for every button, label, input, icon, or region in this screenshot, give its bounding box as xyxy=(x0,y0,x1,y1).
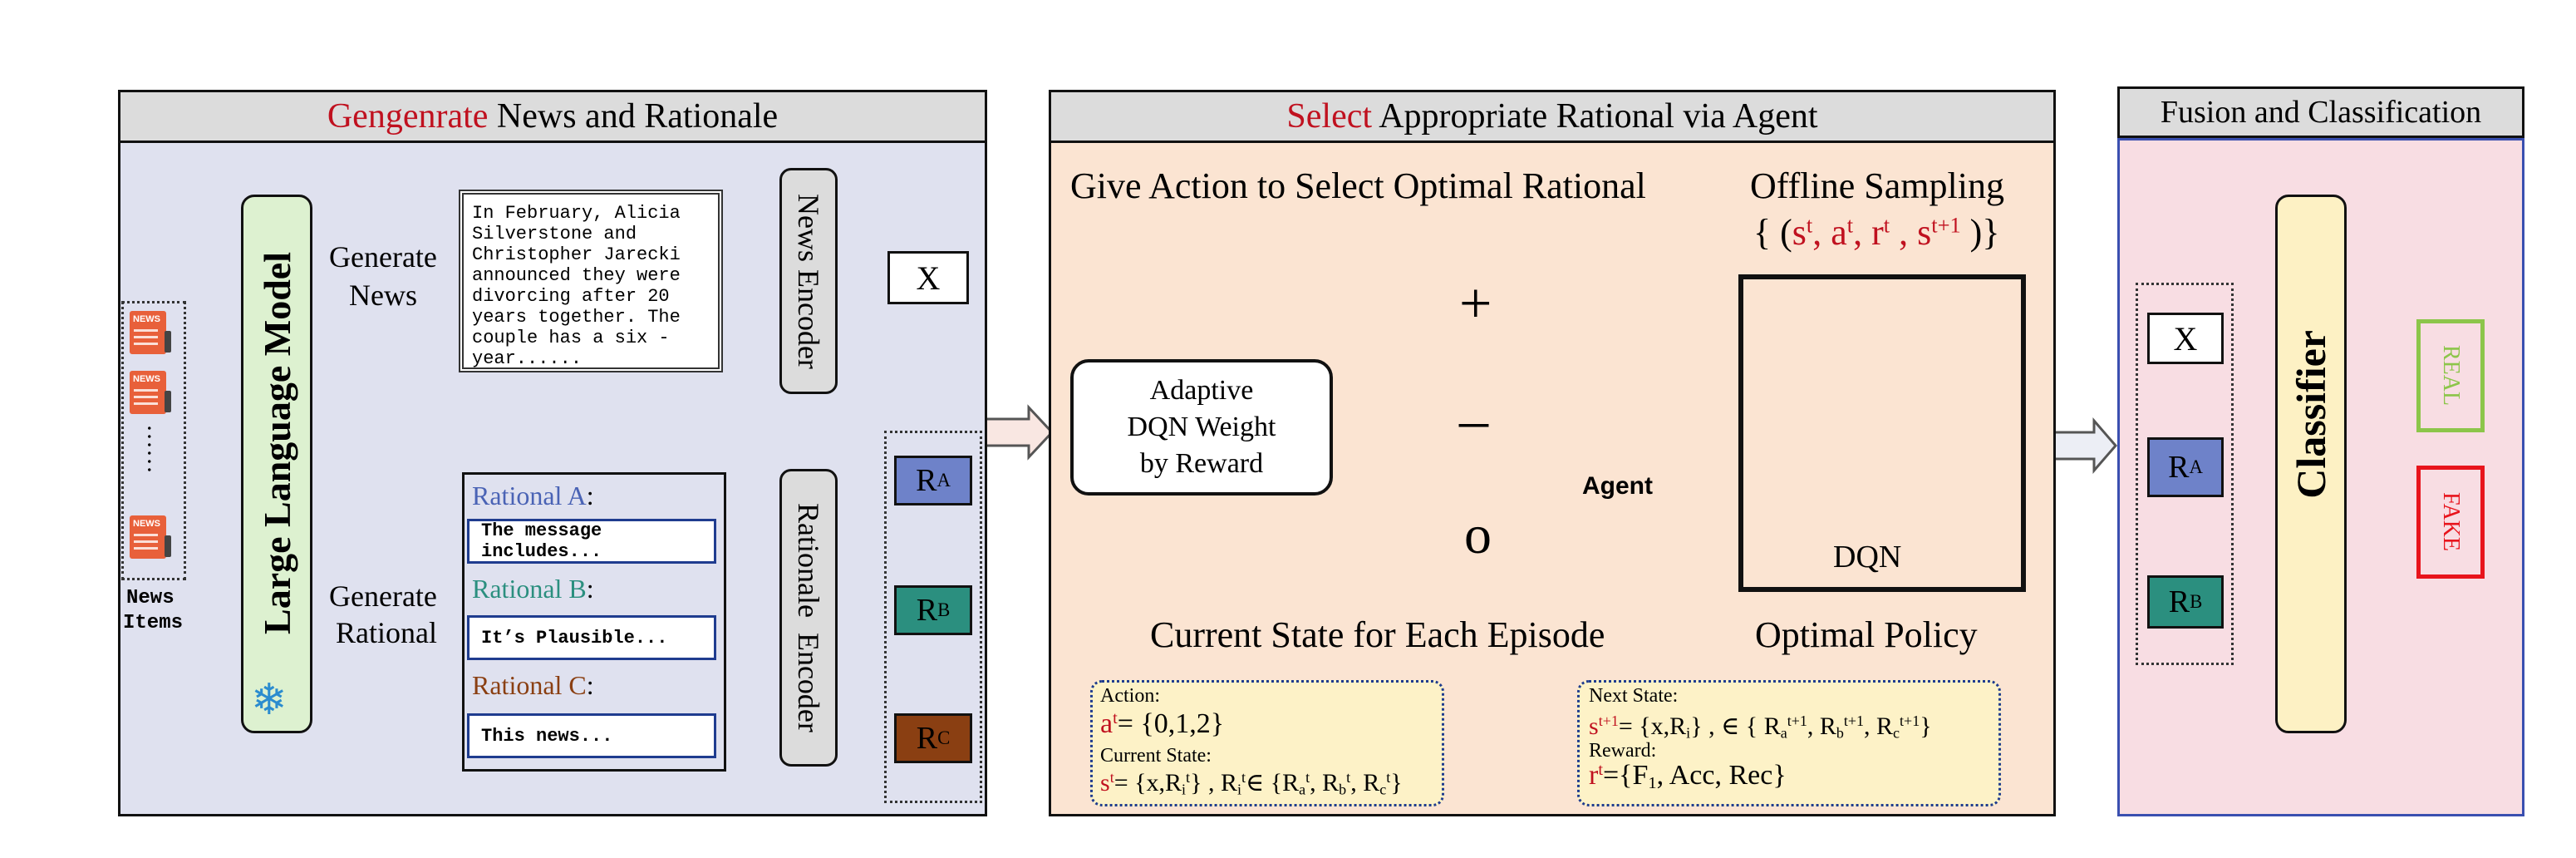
news-items-group xyxy=(121,301,186,580)
reward-equation: rt={F1, Acc, Rec} xyxy=(1589,760,1787,793)
reward-zero: o xyxy=(1464,505,1492,565)
action-equation: at= {0,1,2} xyxy=(1100,708,1225,739)
generated-news-text: In February, Alicia Silverstone and Chri… xyxy=(459,190,723,372)
adaptive-dqn-weight-box: Adaptive DQN Weight by Reward xyxy=(1070,359,1333,496)
fake-box: FAKE xyxy=(2416,466,2485,579)
state-equation: st= {x,Rit} , Rit∈ {Rat, Rbt, Rct} xyxy=(1100,769,1403,798)
llm-label: Large Language Model xyxy=(255,252,298,634)
title-highlight: Select xyxy=(1286,97,1373,136)
fusion-inputs-group xyxy=(2136,283,2234,665)
news-icon: NEWS xyxy=(130,371,171,414)
fusion-x-box: X xyxy=(2147,313,2224,364)
rationale-outputs-group xyxy=(884,431,982,803)
generate-rational-label-2: Rational xyxy=(336,616,437,649)
dqn-box xyxy=(1738,274,2026,592)
action-state-box xyxy=(1090,680,1444,806)
panel-fusion-header: Fusion and Classification xyxy=(2117,86,2524,138)
next-state-box xyxy=(1577,680,2001,806)
next-state-label: Next State: xyxy=(1589,685,1679,707)
rational-a-text: The message includes... xyxy=(467,519,716,564)
news-ellipsis: ······ xyxy=(135,424,163,474)
generate-news-label-2: News xyxy=(349,279,417,312)
news-encoder-label: News Encoder xyxy=(792,193,825,369)
rational-a-title: Rational A: xyxy=(472,481,594,510)
llm-block: Large Language Model xyxy=(241,195,312,733)
rational-b-title: Rational B: xyxy=(472,574,594,604)
reward-plus: + xyxy=(1459,272,1492,336)
offline-sampling-label: Offline Sampling xyxy=(1750,165,2004,206)
fake-label: FAKE xyxy=(2438,492,2464,552)
dqn-label: DQN xyxy=(1833,540,1902,574)
classifier-label: Classifier xyxy=(2288,329,2334,499)
rationale-encoder-label: Rationale Encoder xyxy=(792,503,825,732)
block-arrow-p2-p3 xyxy=(2049,417,2117,475)
title-rest: Appropriate Rational via Agent xyxy=(1372,97,1818,136)
optimal-policy-label: Optimal Policy xyxy=(1755,614,1978,655)
give-action-label: Give Action to Select Optimal Rational xyxy=(1070,165,1646,206)
title-highlight: Gengenrate xyxy=(327,97,489,136)
rational-c-title: Rational C: xyxy=(472,670,594,700)
rational-b-text: It’s Plausible... xyxy=(467,615,716,660)
x-output-box: X xyxy=(887,251,969,304)
news-icon: NEWS xyxy=(130,311,171,354)
agent-label: Agent xyxy=(1582,472,1653,500)
sampling-tuple: { (st, at, rt , st+1 )} xyxy=(1753,212,2000,253)
generate-rational-label-1: Generate xyxy=(329,579,437,613)
action-label: Action: xyxy=(1100,685,1160,707)
news-items-label-1: News xyxy=(126,587,175,609)
news-encoder: News Encoder xyxy=(779,168,838,394)
title-rest: News and Rationale xyxy=(488,97,779,136)
news-items-label-2: Items xyxy=(123,612,184,634)
real-label: REAL xyxy=(2438,345,2464,407)
block-arrow-p1-p2 xyxy=(984,404,1054,461)
rational-c-text: This news... xyxy=(467,713,716,758)
snowflake-icon: ❄ xyxy=(251,677,288,724)
reward-minus: – xyxy=(1459,388,1488,452)
current-state-episode-label: Current State for Each Episode xyxy=(1150,614,1605,655)
classifier-block: Classifier xyxy=(2275,195,2347,733)
panel-fusion-title: Fusion and Classification xyxy=(2160,95,2482,130)
next-state-equation: st+1= {x,Ri} , ∈ { Rat+1, Rbt+1, Rct+1} xyxy=(1589,713,1932,742)
current-state-label: Current State: xyxy=(1100,745,1212,767)
news-icon: NEWS xyxy=(130,515,171,559)
panel-select-title: Select Appropriate Rational via Agent xyxy=(1051,92,2053,143)
generate-news-label-1: Generate xyxy=(329,240,437,274)
real-box: REAL xyxy=(2416,319,2485,432)
reward-label: Reward: xyxy=(1589,740,1657,762)
panel-generate-title: Gengenrate News and Rationale xyxy=(120,92,985,143)
rationale-encoder: Rationale Encoder xyxy=(779,469,838,767)
